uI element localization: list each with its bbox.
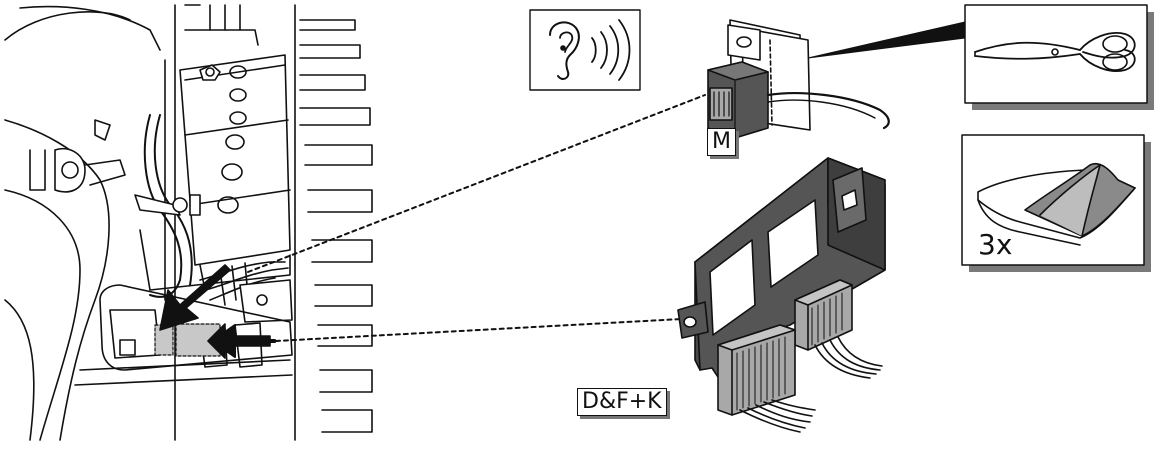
engine-bay-illustration <box>4 4 373 441</box>
leader-line-dfk <box>275 317 701 342</box>
module-m-label: M <box>707 128 736 156</box>
side-panel-slots <box>299 19 373 433</box>
leader-line-m <box>247 94 706 273</box>
ear-sound-icon <box>529 9 641 91</box>
tape-count-label: 3x <box>978 228 1013 261</box>
adhesive-pad-icon <box>961 134 1151 272</box>
arrow-to-marker-m <box>159 264 231 331</box>
pointer-to-scissors <box>807 21 966 59</box>
placement-marker-m <box>154 324 174 356</box>
module-dfk-label: D&F+K <box>577 388 667 416</box>
module-m-illustration <box>707 19 890 139</box>
scissors-icon <box>964 4 1154 110</box>
module-dfk-illustration <box>677 157 886 433</box>
